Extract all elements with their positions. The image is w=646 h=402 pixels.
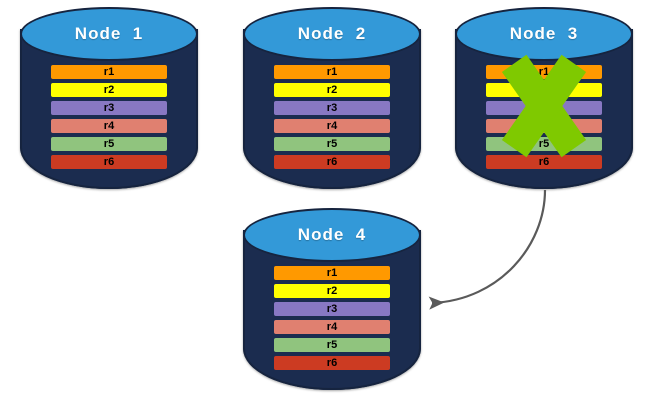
node-2-row-r5[interactable]: r5: [274, 137, 390, 151]
node-1-row-r5[interactable]: r5: [51, 137, 167, 151]
node-3-rows: r1 r2 r3 r4 r5 r6: [486, 65, 602, 169]
node-3-row-r5[interactable]: r5: [486, 137, 602, 151]
row-label: r6: [538, 155, 550, 168]
node-4-label: Node 4: [297, 225, 367, 244]
node-1[interactable]: r1 r2 r3 r4 r5 r6 Node 1: [20, 7, 198, 189]
node-2-label: Node 2: [297, 24, 367, 43]
row-label: r2: [326, 284, 338, 297]
row-label: r4: [326, 119, 338, 132]
row-label: r6: [326, 356, 338, 369]
node-4-row-r1[interactable]: r1: [274, 266, 390, 280]
node-4-row-r2[interactable]: r2: [274, 284, 390, 298]
node-4-row-r3[interactable]: r3: [274, 302, 390, 316]
node-1-row-r3[interactable]: r3: [51, 101, 167, 115]
node-4[interactable]: r1 r2 r3 r4 r5 r6 Node 4: [243, 208, 421, 390]
arrow-node3-to-node4: [428, 189, 547, 310]
node-4-row-r5[interactable]: r5: [274, 338, 390, 352]
row-label: r3: [326, 101, 338, 114]
node-2-row-r6[interactable]: r6: [274, 155, 390, 169]
node-1-row-r6[interactable]: r6: [51, 155, 167, 169]
row-label: r4: [103, 119, 115, 132]
row-label: r1: [103, 65, 115, 78]
node-1-row-r2[interactable]: r2: [51, 83, 167, 97]
node-3-top-disc: Node 3: [455, 7, 633, 61]
node-1-label: Node 1: [74, 24, 144, 43]
row-label: r5: [538, 137, 550, 150]
node-4-top-disc: Node 4: [243, 208, 421, 262]
row-label: r5: [103, 137, 115, 150]
row-label: r3: [326, 302, 338, 315]
node-3[interactable]: r1 r2 r3 r4 r5 r6 Node 3: [455, 7, 633, 189]
row-label: r4: [326, 320, 338, 333]
node-1-row-r1[interactable]: r1: [51, 65, 167, 79]
node-3-label: Node 3: [509, 24, 579, 43]
node-4-row-r4[interactable]: r4: [274, 320, 390, 334]
node-2-row-r1[interactable]: r1: [274, 65, 390, 79]
row-label: r3: [538, 101, 550, 114]
row-label: r1: [326, 65, 338, 78]
row-label: r2: [538, 83, 550, 96]
node-1-row-r4[interactable]: r4: [51, 119, 167, 133]
node-3-row-r1[interactable]: r1: [486, 65, 602, 79]
node-3-row-r2[interactable]: r2: [486, 83, 602, 97]
row-label: r1: [326, 266, 338, 279]
row-label: r6: [103, 155, 115, 168]
row-label: r5: [326, 338, 338, 351]
row-label: r2: [103, 83, 115, 96]
row-label: r3: [103, 101, 115, 114]
row-label: r1: [538, 65, 550, 78]
node-1-top-disc: Node 1: [20, 7, 198, 61]
row-label: r2: [326, 83, 338, 96]
node-4-row-r6[interactable]: r6: [274, 356, 390, 370]
node-2-row-r2[interactable]: r2: [274, 83, 390, 97]
node-4-rows: r1 r2 r3 r4 r5 r6: [274, 266, 390, 370]
node-3-row-r3[interactable]: r3: [486, 101, 602, 115]
node-1-rows: r1 r2 r3 r4 r5 r6: [51, 65, 167, 169]
row-label: r5: [326, 137, 338, 150]
node-3-row-r6[interactable]: r6: [486, 155, 602, 169]
node-2-row-r4[interactable]: r4: [274, 119, 390, 133]
node-2-top-disc: Node 2: [243, 7, 421, 61]
node-2[interactable]: r1 r2 r3 r4 r5 r6 Node 2: [243, 7, 421, 189]
node-3-row-r4[interactable]: r4: [486, 119, 602, 133]
row-label: r6: [326, 155, 338, 168]
row-label: r4: [538, 119, 550, 132]
node-2-rows: r1 r2 r3 r4 r5 r6: [274, 65, 390, 169]
node-2-row-r3[interactable]: r3: [274, 101, 390, 115]
